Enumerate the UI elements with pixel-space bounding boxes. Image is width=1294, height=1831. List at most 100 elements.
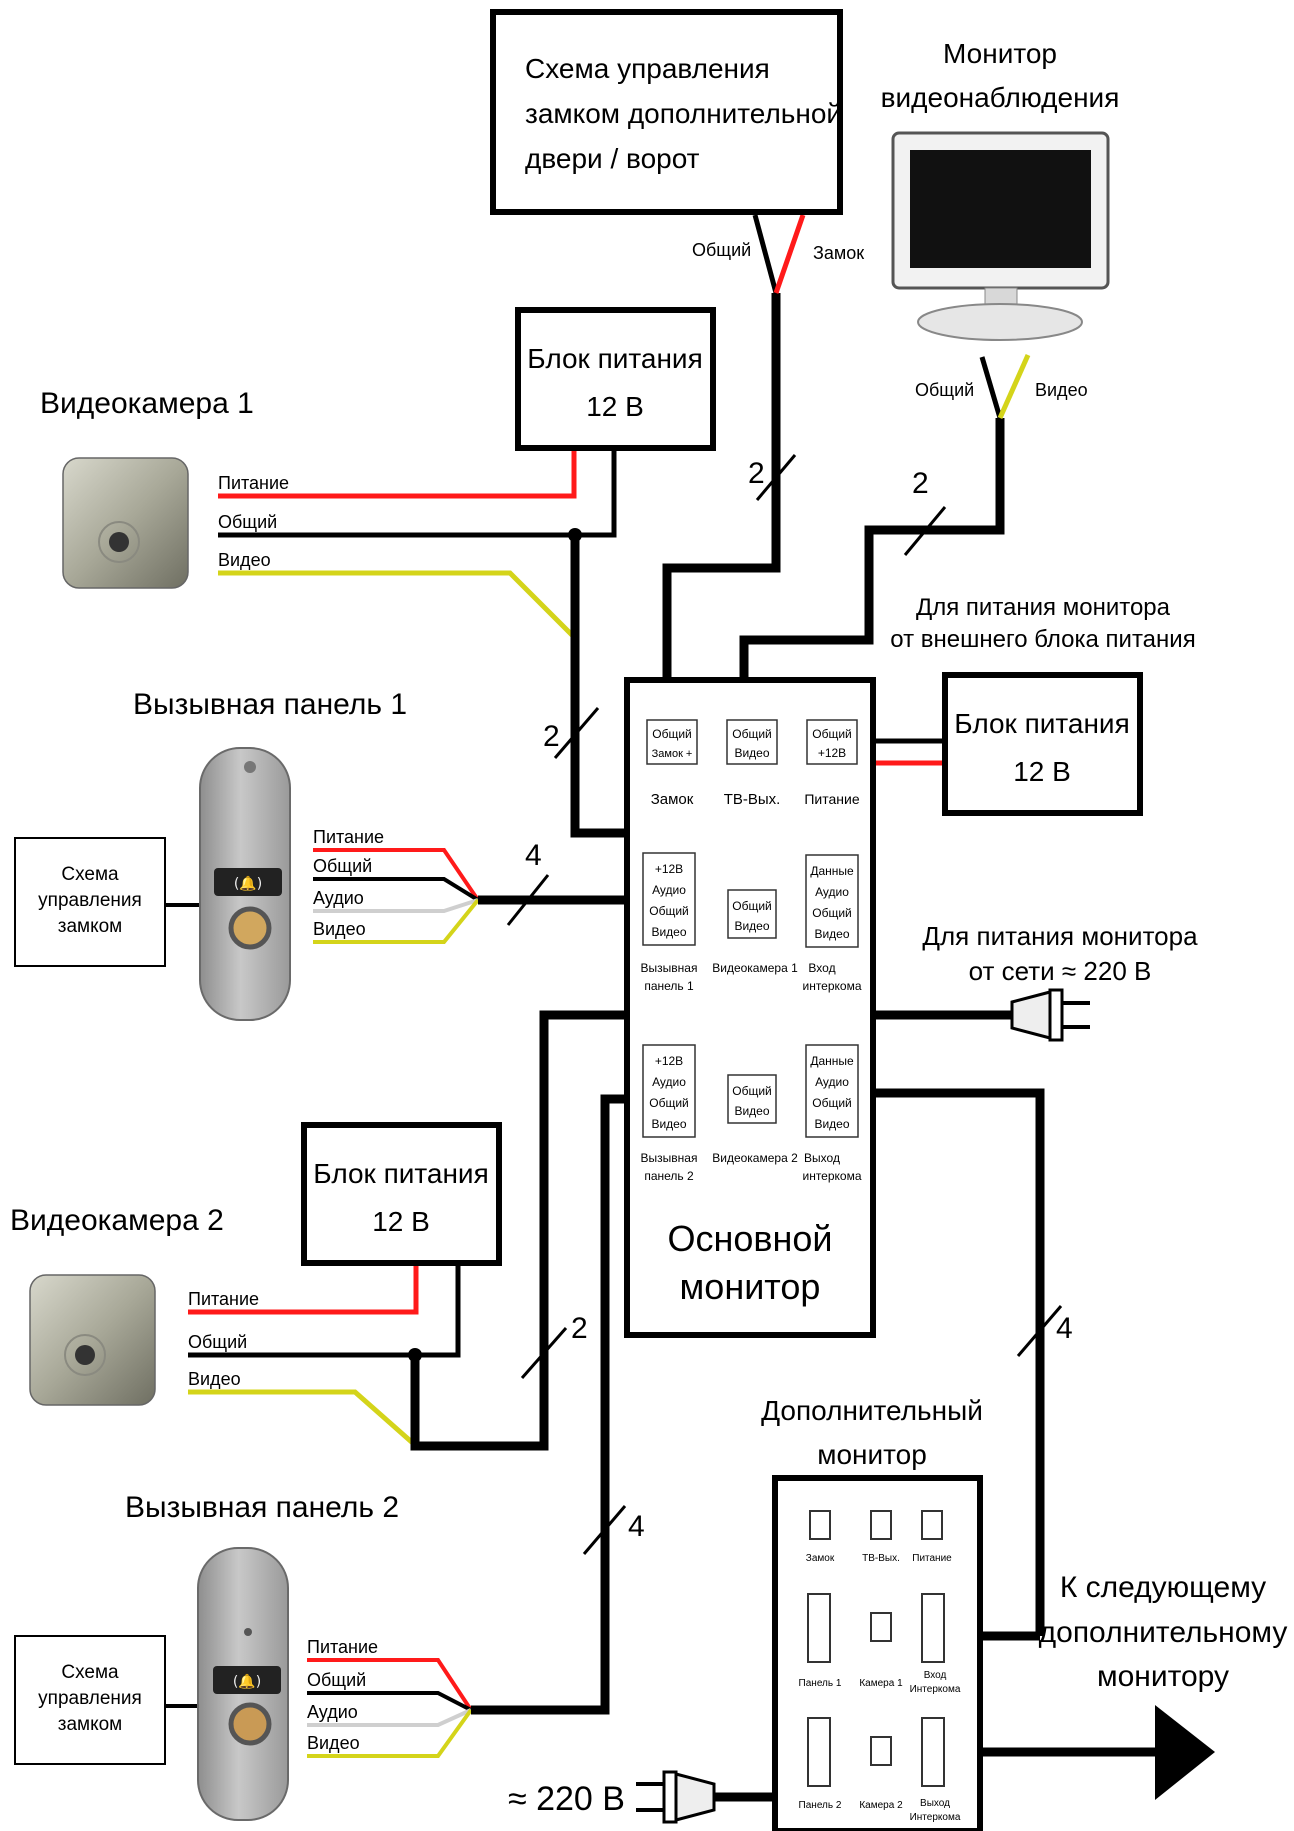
lock-scheme-left1-line1: Схема — [61, 864, 119, 885]
svg-text:(🔔): (🔔) — [233, 1673, 261, 1690]
port-cam2-label: Видеокамера 2 — [712, 1151, 798, 1165]
lock-cable-count: 2 — [748, 457, 765, 490]
lock-scheme-left1-line2: управления — [38, 890, 142, 911]
port-lock — [646, 719, 698, 765]
port-intercom-out — [805, 1044, 859, 1138]
cam2-wire-power — [188, 1264, 419, 1315]
lock-scheme-left1-box — [14, 837, 166, 967]
svg-text:Видео: Видео — [734, 919, 769, 933]
cp1-wire-audio — [313, 898, 479, 913]
cp1-wire-common — [313, 877, 480, 902]
cp1-wire-audio-label: Аудио — [313, 888, 364, 908]
svg-text:Общий: Общий — [652, 727, 692, 741]
tv-cable — [739, 418, 1005, 720]
lock-scheme-left2-box — [14, 1635, 166, 1765]
svg-text:+12В: +12В — [655, 862, 683, 876]
cam2-wire-common — [188, 1264, 461, 1358]
cctv-wire-common-label: Общий — [915, 380, 974, 400]
svg-text:Общий: Общий — [732, 727, 772, 741]
cp1-wire-common-label: Общий — [313, 856, 372, 876]
plug-main-icon — [1010, 988, 1090, 1042]
psu-cam2-line2: 12 В — [372, 1206, 430, 1237]
cp2-wire-video — [307, 1708, 473, 1758]
camera1-wire-video-label: Видео — [218, 550, 271, 570]
lock-wire-common — [752, 214, 779, 294]
lock-cable — [662, 293, 781, 720]
call-panel1-device: (🔔) — [199, 747, 291, 1021]
psu-cam2-line1: Блок питания — [313, 1158, 488, 1189]
svg-text:Аудио: Аудио — [652, 1075, 686, 1089]
camera2-wire-common-label: Общий — [188, 1332, 247, 1352]
cp2-wire-audio — [307, 1708, 472, 1727]
next-monitor-line3: монитору — [1097, 1660, 1229, 1693]
port-tvout-label: ТВ-Вых. — [724, 791, 781, 808]
cam1-cable-break — [553, 707, 600, 759]
port-tvout — [726, 719, 778, 765]
cp2-wire-audio-label: Аудио — [307, 1702, 358, 1722]
extra-port-panel1-label: Панель 1 — [799, 1678, 842, 1689]
psu-top-line1: Блок питания — [527, 343, 702, 374]
tv-wire-common — [979, 356, 1003, 419]
extra-monitor-title2: монитор — [817, 1439, 927, 1470]
port-panel1-label1: Вызывная — [641, 961, 698, 975]
port-power-label: Питание — [804, 791, 859, 807]
plug-extra-icon — [636, 1770, 716, 1824]
extra-port-power-label: Питание — [912, 1553, 952, 1564]
port-intercom-in — [805, 854, 859, 948]
camera2-wire-power-label: Питание — [188, 1289, 259, 1309]
cp1-cable-break — [506, 874, 550, 926]
cp1-wire-video-label: Видео — [313, 919, 366, 939]
psu-right-line1: Блок питания — [954, 708, 1129, 739]
extra-port-cam1-label: Камера 1 — [859, 1678, 903, 1689]
port-cam2 — [727, 1074, 777, 1124]
cp1-wire-video — [313, 898, 480, 944]
cp2-cable-count: 4 — [628, 1510, 645, 1543]
cp2-cable-break — [582, 1505, 627, 1555]
camera2-device — [29, 1274, 156, 1406]
extra-monitor-ports: Замок ТВ-Вых. Питание Панель 1 Камера 1 … — [799, 1510, 961, 1823]
port-panel1-label2: панель 1 — [644, 979, 694, 993]
tv-wire-video — [997, 353, 1031, 420]
cp1-cable-count: 4 — [525, 839, 542, 872]
cam1-junction — [568, 528, 582, 542]
svg-text:Общий: Общий — [732, 1084, 772, 1098]
svg-text:Видео: Видео — [814, 1117, 849, 1131]
svg-text:Общий: Общий — [649, 1096, 689, 1110]
lock-cable-break — [755, 454, 797, 501]
lock-wire-lock-label: Замок — [813, 243, 864, 263]
svg-text:Видео: Видео — [651, 925, 686, 939]
svg-text:Общий: Общий — [812, 906, 852, 920]
next-monitor-line1: К следующему — [1060, 1571, 1266, 1604]
extra-port-lock-label: Замок — [806, 1553, 835, 1564]
cp2-wire-power — [307, 1658, 473, 1712]
cam2-cable-count: 2 — [571, 1312, 588, 1345]
psu-right-line2: 12 В — [1013, 756, 1071, 787]
port-panel1 — [642, 852, 696, 946]
extra-port-intercom-out-label2: Интеркома — [910, 1812, 961, 1823]
port-intercom-out-label1: Выход — [804, 1151, 840, 1165]
extra-monitor-title1: Дополнительный — [761, 1395, 983, 1426]
psu-top-box — [515, 307, 716, 451]
svg-text:Данные: Данные — [810, 1054, 854, 1068]
cctv-monitor-title2: видеонаблюдения — [881, 82, 1120, 113]
cam1-wire-video — [218, 570, 577, 640]
next-monitor-arrowhead — [1155, 1705, 1215, 1800]
camera1-device — [62, 457, 189, 589]
lock-wire-common-label: Общий — [692, 240, 751, 260]
svg-text:(🔔): (🔔) — [234, 875, 262, 892]
intercom-cable-break — [1016, 1305, 1063, 1357]
port-cam1 — [727, 889, 777, 939]
cam1-cable-count: 2 — [543, 720, 560, 753]
cp1-wire-power — [313, 848, 480, 902]
main-monitor-box — [624, 677, 876, 1338]
lock-scheme-left1-line3: замком — [58, 916, 123, 937]
lock-scheme-left2-line3: замком — [58, 1714, 123, 1735]
next-monitor-line2: дополнительному — [1039, 1616, 1288, 1649]
cam2-cable-break — [520, 1327, 568, 1379]
tv-cable-count: 2 — [912, 467, 929, 500]
extra-port-cam2-label: Камера 2 — [859, 1800, 903, 1811]
camera2-wire-video-label: Видео — [188, 1369, 241, 1389]
svg-text:+12В: +12В — [655, 1054, 683, 1068]
ext-power-note-line2: от внешнего блока питания — [890, 626, 1195, 653]
call-panel1-title: Вызывная панель 1 — [133, 688, 407, 721]
